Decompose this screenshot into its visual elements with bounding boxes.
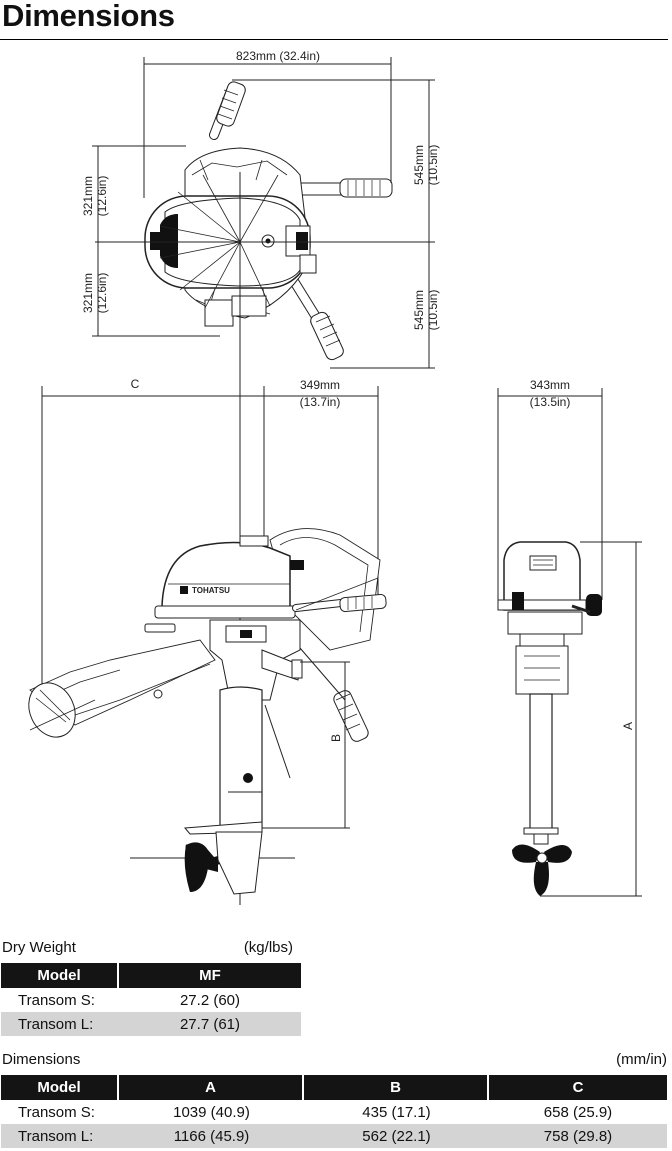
- dry-weight-table: Model MF Transom S: 27.2 (60) Transom L:…: [1, 963, 301, 1036]
- dimensions-unit: (mm/in): [616, 1051, 667, 1068]
- column-header-b: B: [304, 1075, 489, 1100]
- table-row: Transom L: 1166 (45.9) 562 (22.1) 758 (2…: [1, 1124, 667, 1148]
- side-view: [28, 242, 387, 905]
- right-lower-in-label: (10.5in): [426, 290, 440, 331]
- left-lower-mm-label: 321mm: [81, 273, 95, 313]
- row-label: Transom S:: [18, 991, 95, 1009]
- side-offset-mm-label: 349mm: [300, 378, 340, 392]
- cell-c: 758 (29.8): [489, 1124, 667, 1148]
- left-upper-mm-label: 321mm: [81, 176, 95, 216]
- cell-b: 562 (22.1): [304, 1124, 489, 1148]
- dim-c-label: C: [131, 377, 140, 391]
- table-row: Transom S: 27.2 (60): [1, 988, 301, 1012]
- right-lower-mm-label: 545mm: [412, 290, 426, 330]
- cell-mf: 27.7 (61): [119, 1012, 301, 1036]
- dimensions-table: Model A B C Transom S: 1039 (40.9) 435 (…: [1, 1075, 667, 1148]
- row-label: Transom L:: [1, 1012, 119, 1036]
- cell-a: 1039 (40.9): [173, 1103, 250, 1121]
- cell-b: 435 (17.1): [362, 1103, 431, 1121]
- top-view-dimensions: [92, 57, 435, 369]
- dimensions-heading: Dimensions: [2, 1051, 81, 1068]
- front-width-mm-label: 343mm: [530, 378, 570, 392]
- dim-a-label: A: [621, 722, 635, 730]
- cell-mf: 27.2 (60): [179, 991, 241, 1009]
- tiller-handle-upper: [209, 81, 246, 140]
- row-label: Transom S:: [18, 1103, 95, 1121]
- title-divider: [0, 39, 668, 40]
- column-header-model: Model: [1, 1075, 119, 1100]
- brand-logo: TOHATSU: [192, 586, 230, 595]
- cell-c: 658 (25.9): [543, 1103, 613, 1121]
- left-upper-in-label: (12.6in): [95, 176, 109, 217]
- column-header-a: A: [119, 1075, 304, 1100]
- column-header-c: C: [489, 1075, 667, 1100]
- column-header-mf: MF: [119, 963, 301, 988]
- front-view: [497, 388, 642, 897]
- dry-weight-unit: (kg/lbs): [243, 939, 293, 956]
- dimensions-header-row: Model A B C: [1, 1075, 667, 1100]
- row-label: Transom L:: [1, 1124, 119, 1148]
- dry-weight-heading: Dry Weight: [2, 939, 76, 956]
- top-view: [95, 81, 435, 361]
- table-row: Transom S: 1039 (40.9) 435 (17.1) 658 (2…: [1, 1100, 667, 1124]
- left-lower-in-label: (12.6in): [95, 273, 109, 314]
- engine-dimension-drawing: 823mm (32.4in) 321mm (12.6in) 321mm (12.…: [28, 49, 642, 905]
- front-width-in-label: (13.5in): [530, 395, 571, 409]
- side-offset-in-label: (13.7in): [300, 395, 341, 409]
- table-row: Transom L: 27.7 (61): [1, 1012, 301, 1036]
- top-width-label: 823mm (32.4in): [236, 49, 320, 63]
- right-upper-mm-label: 545mm: [412, 145, 426, 185]
- dry-weight-header-row: Model MF: [1, 963, 301, 988]
- tiller-handle-right: [289, 178, 393, 198]
- column-header-model: Model: [1, 963, 119, 988]
- cell-a: 1166 (45.9): [119, 1124, 304, 1148]
- dim-b-label: B: [329, 734, 343, 742]
- tiller-handle-lower: [287, 273, 344, 361]
- right-upper-in-label: (10.5in): [426, 145, 440, 186]
- page-title: Dimensions: [2, 0, 175, 33]
